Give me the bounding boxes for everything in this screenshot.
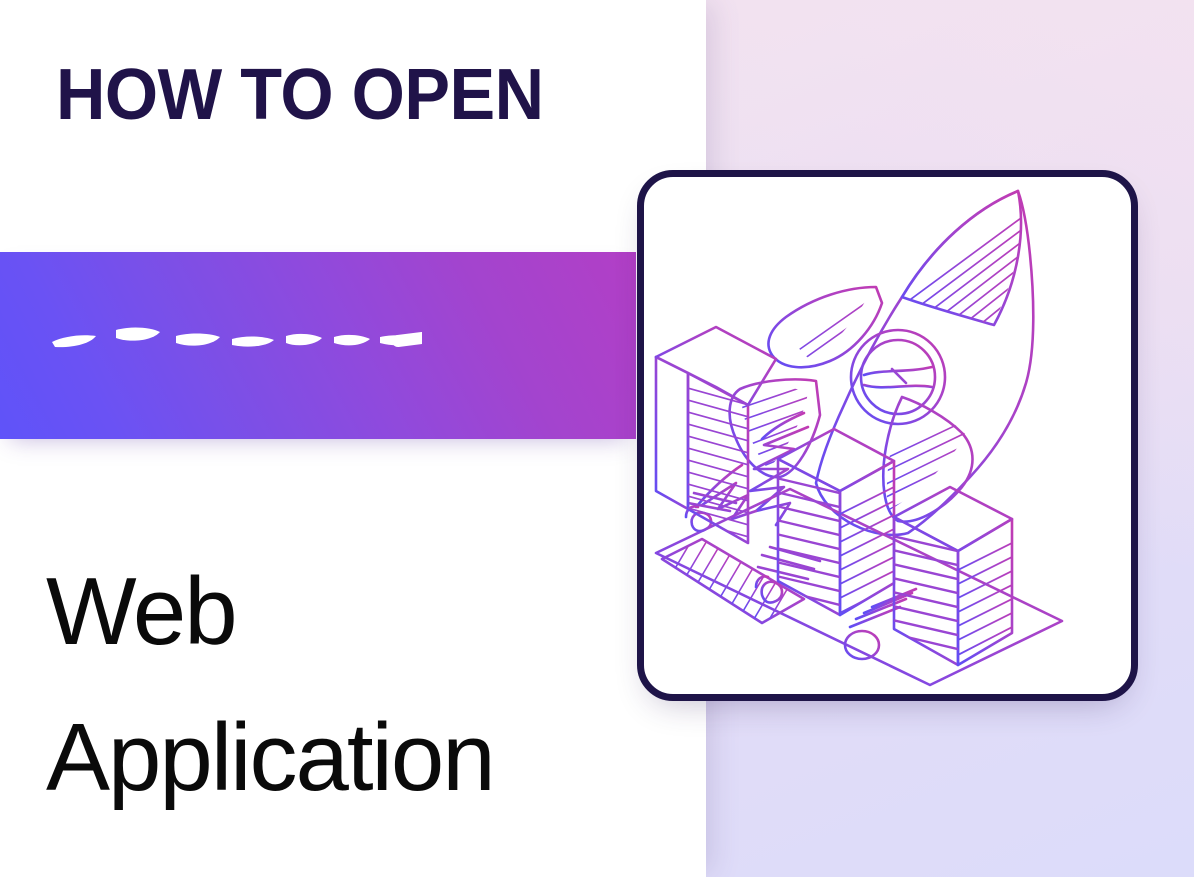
page-subtitle: Web Application (46, 539, 606, 831)
illustration-card (637, 170, 1138, 701)
subtitle-line-2: Application (46, 703, 496, 811)
dashed-arrow-right-icon (52, 327, 422, 348)
rocket-flame-icon (694, 411, 810, 527)
page-title: HOW TO OPEN (56, 55, 544, 135)
rocket-and-bar-chart-illustration (654, 189, 1064, 687)
subtitle-line-1: Web (46, 558, 238, 665)
rocket-porthole-icon (849, 328, 947, 426)
accent-gradient-band (0, 252, 636, 439)
